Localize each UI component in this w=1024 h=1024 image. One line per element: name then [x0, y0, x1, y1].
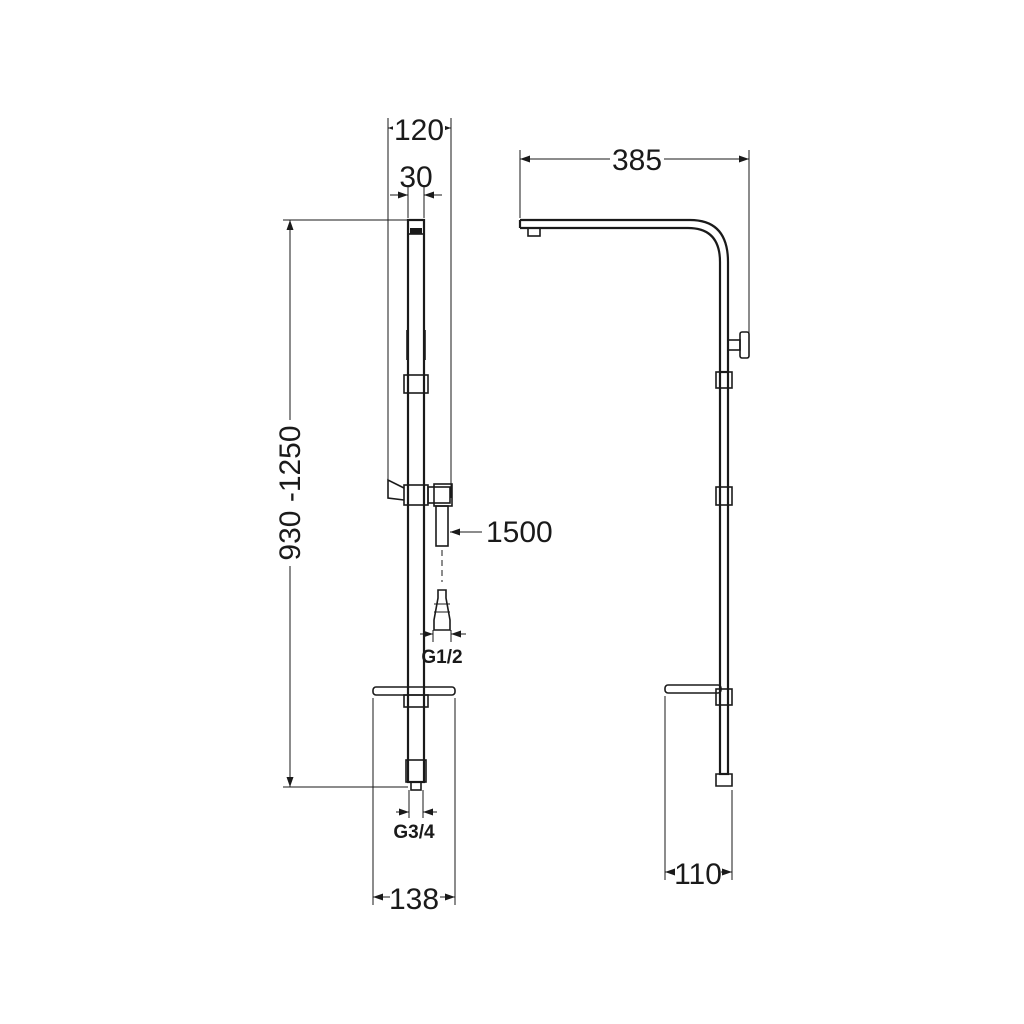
- diverter-knob: [727, 331, 750, 359]
- dim-hose-thread-label: G1/2: [421, 647, 462, 668]
- front-view: 120 30 930 -1250 1500 G1/2 G3/4 138: [274, 112, 553, 916]
- slider-holder: [387, 478, 453, 507]
- side-rail: [718, 370, 730, 776]
- hose-connector: [433, 505, 451, 631]
- shower-arm: [518, 218, 730, 372]
- dim-inlet-thread-label: G3/4: [393, 822, 435, 843]
- dim-shelf-width-label: 138: [389, 883, 439, 916]
- front-rail: [406, 218, 426, 784]
- side-view: 385 110: [518, 144, 750, 891]
- dim-slider-width-label: 30: [399, 161, 432, 194]
- side-shelf: [664, 684, 722, 694]
- dim-arm-reach-label: 385: [612, 144, 662, 177]
- dim-shelf-depth-label: 110: [674, 858, 722, 891]
- dim-height-range-label: 930 -1250: [274, 425, 307, 560]
- rail-clamp: [403, 374, 429, 394]
- front-shelf: [372, 686, 456, 696]
- dim-hose-length-label: 1500: [486, 516, 553, 549]
- dim-total-width-label: 120: [394, 114, 444, 147]
